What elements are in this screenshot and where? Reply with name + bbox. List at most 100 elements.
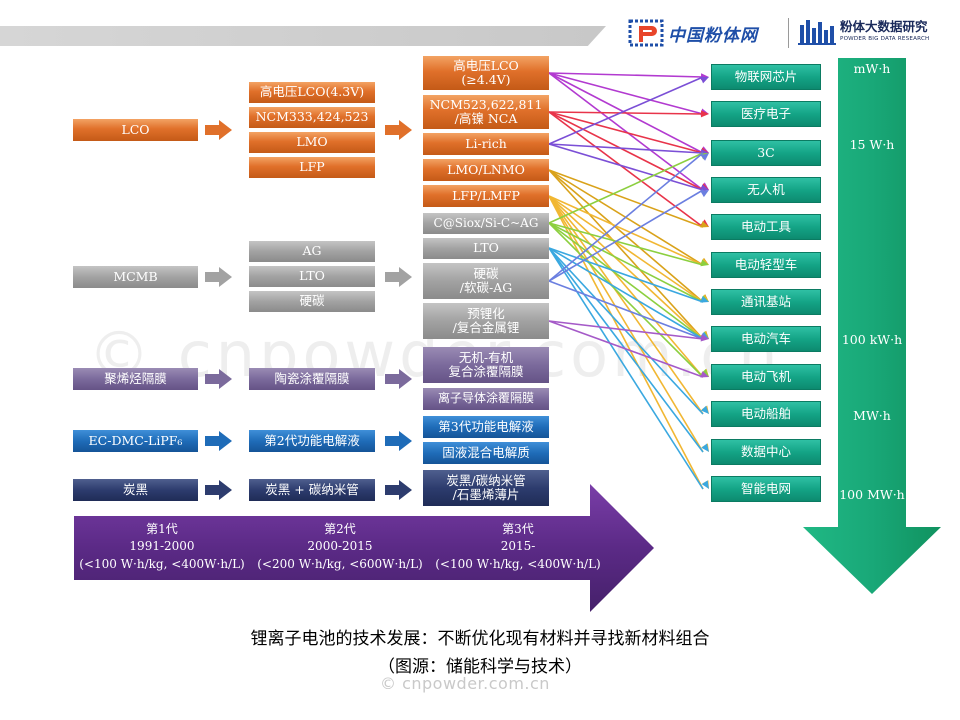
connection-line	[548, 111, 704, 154]
generation-years: 2000-2015	[307, 539, 373, 554]
connection-line	[548, 195, 704, 453]
gen3-line: /高镍 NCA	[454, 111, 518, 126]
gen3-line: (≥4.4V)	[461, 72, 511, 87]
application-box: 数据中心	[711, 439, 821, 465]
application-box: 3C	[711, 140, 821, 166]
connection-arrowhead	[700, 153, 709, 161]
gen2-anode-item: AG	[249, 241, 375, 262]
connection-line	[548, 111, 704, 191]
connection-line	[548, 222, 704, 340]
application-box: 电动船舶	[711, 401, 821, 427]
connection-line	[548, 195, 704, 378]
connection-line	[548, 195, 704, 340]
gen2-cathode-item: NCM333,424,523	[249, 107, 375, 128]
connection-line	[548, 222, 704, 303]
energy-label: mW·h	[853, 61, 891, 76]
logo1-text: 中国粉体网	[668, 25, 758, 46]
generation-name: 第1代	[146, 522, 178, 536]
connection-arrowhead	[701, 443, 709, 452]
connection-line	[548, 169, 704, 340]
generation-3-label: 第3代 2015- (<100 W·h/kg, <400W·h/L)	[430, 521, 606, 573]
connection-line	[548, 320, 704, 340]
connection-line	[548, 222, 704, 266]
flow-arrow	[205, 120, 232, 140]
energy-label: 100 MW·h	[839, 487, 905, 502]
generation-2-label: 第2代 2000-2015 (<200 W·h/kg, <600W·h/L)	[252, 521, 428, 573]
logo-cnpowder[interactable]: 中国粉体网	[628, 16, 758, 50]
figure-source: （图源：储能科学与技术）	[378, 657, 582, 677]
gen3-separator-item: 无机-有机 复合涂覆隔膜	[423, 347, 549, 383]
energy-label: MW·h	[853, 408, 891, 423]
gen3-line: /软碳-AG	[459, 280, 513, 295]
figure-caption: 锂离子电池的技术发展：不断优化现有材料并寻找新材料组合	[250, 629, 710, 649]
flow-arrow	[385, 267, 412, 287]
application-box: 医疗电子	[711, 101, 821, 127]
connection-arrowhead	[700, 220, 709, 228]
flow-arrow	[385, 431, 412, 451]
gen3-cathode-item: 高电压LCO (≥4.4V)	[423, 56, 549, 90]
connection-arrowhead	[700, 334, 709, 342]
connection-line	[548, 169, 704, 228]
connection-arrowhead	[701, 480, 709, 489]
connection-line	[548, 247, 704, 453]
connection-line	[548, 111, 704, 115]
flow-arrow	[385, 120, 412, 140]
application-box: 电动飞机	[711, 364, 821, 390]
flow-arrow	[385, 369, 412, 389]
connection-arrowhead	[700, 110, 709, 118]
gen3-cathode-item: LMO/LNMO	[423, 159, 549, 181]
connection-line	[548, 280, 704, 340]
gen3-separator-item: 离子导体涂覆隔膜	[423, 388, 549, 410]
gen3-anode-item: 硬碳 /软碳-AG	[423, 263, 549, 299]
gen3-anode-item: C@Siox/Si-C~AG	[423, 213, 549, 234]
gen3-cathode-item: NCM523,622,811 /高镍 NCA	[423, 95, 549, 129]
gen3-line: 高电压LCO	[453, 57, 519, 73]
gen1-anode-mcmb: MCMB	[73, 266, 198, 288]
energy-scale-arrow	[803, 58, 941, 594]
gen2-electrolyte: 第2代功能电解液	[249, 430, 375, 452]
gen3-line: NCM523,622,811	[429, 96, 543, 112]
gen3-cathode-item: Li-rich	[423, 133, 549, 155]
application-box: 电动汽车	[711, 326, 821, 352]
flow-arrow	[205, 431, 232, 451]
connection-line	[548, 222, 704, 378]
connection-line	[548, 72, 704, 115]
connection-line	[548, 195, 704, 415]
gen1-electrolyte: EC-DMC-LiPF₆	[73, 430, 198, 452]
gen2-cathode-item: LFP	[249, 157, 375, 178]
connection-line	[548, 143, 704, 154]
gen1-separator: 聚烯烃隔膜	[73, 368, 198, 390]
connection-line	[548, 195, 704, 490]
gen3-line: /石墨烯薄片	[452, 487, 520, 502]
generation-years: 1991-2000	[129, 539, 195, 554]
generation-name: 第3代	[502, 522, 534, 536]
application-box: 电动工具	[711, 214, 821, 240]
gen2-anode-item: LTO	[249, 266, 375, 287]
gen3-line: 预锂化	[467, 305, 505, 321]
connection-line	[548, 189, 704, 282]
connection-arrowhead	[700, 296, 709, 303]
gen2-conductive: 炭黑 + 碳纳米管	[249, 479, 375, 501]
logo-divider	[788, 18, 789, 48]
connection-arrowhead	[700, 259, 709, 267]
connection-line	[548, 111, 704, 228]
energy-label: 15 W·h	[849, 137, 895, 152]
gen1-cathode-lco: LCO	[73, 119, 198, 141]
gen2-cathode-item: LMO	[249, 132, 375, 153]
connection-line	[548, 320, 704, 378]
generation-spec: (<200 W·h/kg, <600W·h/L)	[257, 556, 423, 571]
gen3-electrolyte-item: 固液混合电解质	[423, 442, 549, 464]
cnpowder-logo-icon	[628, 19, 664, 47]
logo2-en-text: POWDER BIG DATA RESEARCH	[840, 35, 930, 42]
connection-line	[548, 152, 704, 224]
application-box: 无人机	[711, 177, 821, 203]
application-box: 智能电网	[711, 476, 821, 502]
gen3-line: 复合涂覆隔膜	[448, 364, 524, 379]
application-box: 电动轻型车	[711, 252, 821, 278]
gen3-conductive-item: 炭黑/碳纳米管 /石墨烯薄片	[423, 470, 549, 506]
application-box: 物联网芯片	[711, 64, 821, 90]
logo-powder-big-data[interactable]: 粉体大数据研究 POWDER BIG DATA RESEARCH	[798, 14, 929, 50]
connection-line	[548, 195, 704, 303]
flow-arrow	[385, 480, 412, 500]
